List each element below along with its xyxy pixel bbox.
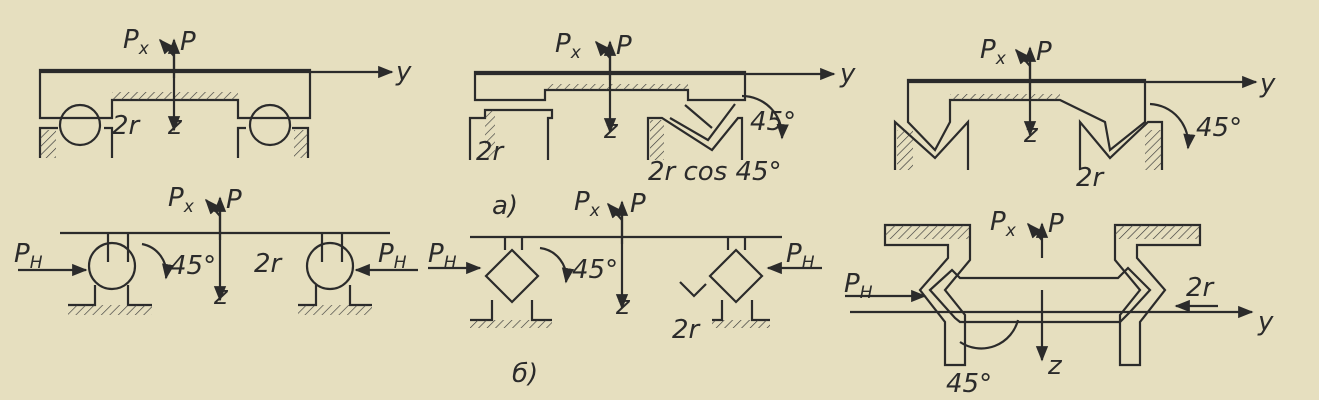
carriage-right [320,233,344,262]
dim-2r [679,281,707,298]
label-p: P [180,27,196,57]
frame-right [1113,223,1202,367]
px-arrow [158,38,175,57]
label-y: y [395,57,412,87]
block-right [726,237,747,250]
base-right [712,300,770,322]
frame-left [883,223,972,367]
label-ph: PH [844,269,873,303]
panel-b1 [18,196,418,315]
label-px: Px [123,25,150,59]
base-left [470,300,552,322]
label-p: P [226,185,242,215]
caption-b: б) [512,359,538,389]
px-arrow [1014,48,1031,67]
label-2r: 2r [672,315,702,345]
label-2r: 2r [476,137,506,167]
px-arrow [1026,222,1043,241]
label-45deg: 45° [170,251,216,281]
label-px: Px [980,35,1007,69]
block-left [503,237,524,250]
base-right [1078,118,1164,170]
label-z: z [1023,119,1039,149]
label-z: z [1047,351,1063,381]
label-ph-right: PH [786,239,815,273]
caption-a: а) [492,191,518,221]
ball-right [248,103,292,147]
label-px: Px [574,187,601,221]
label-2r: 2r [1076,163,1106,193]
label-y: y [1259,69,1276,99]
label-45deg: 45° [1196,113,1242,143]
roller-right [708,248,764,304]
px-arrow [204,198,221,217]
base-left [893,119,970,170]
label-2r: 2r [1186,273,1216,303]
label-2r: 2r [254,249,284,279]
label-p: P [616,31,632,61]
label-45deg: 45° [946,369,992,399]
label-y: y [839,59,856,89]
angle-arc [539,246,575,284]
angle-arc [1149,102,1196,150]
angle-arc [741,94,789,140]
carriage-left [106,233,130,262]
label-ph-left: PH [428,239,457,273]
panel-a1 [38,38,394,158]
label-p: P [630,189,646,219]
ball-left [87,241,137,291]
panel-b3 [845,222,1254,367]
panel-a2 [468,40,836,160]
label-px: Px [990,207,1017,241]
label-2r-cos45: 2r cos 45° [648,157,782,187]
label-ph-right: PH [378,239,407,273]
label-px: Px [168,183,195,217]
ball-left [58,103,102,147]
panel-a3 [893,46,1258,170]
roller-left [484,248,540,304]
px-arrow [594,40,611,59]
v-way [646,116,744,160]
px-arrow [606,202,623,221]
ball-right [305,241,355,291]
carriage [928,266,1152,324]
label-2r: 2r [112,111,142,141]
label-45deg: 45° [750,107,796,137]
base-left [468,108,554,160]
label-45deg: 45° [572,255,618,285]
label-p: P [1036,37,1052,67]
angle-arc [141,242,175,280]
label-p: P [1048,209,1064,239]
label-ph-left: PH [14,239,43,273]
label-z: z [167,111,183,141]
label-z: z [213,281,229,311]
label-px: Px [555,29,582,63]
angle-arc [959,319,1020,350]
panel-b2 [428,200,822,328]
label-z: z [603,115,619,145]
v-rollers [669,103,736,142]
label-z: z [615,291,631,321]
label-y: y [1257,307,1274,337]
